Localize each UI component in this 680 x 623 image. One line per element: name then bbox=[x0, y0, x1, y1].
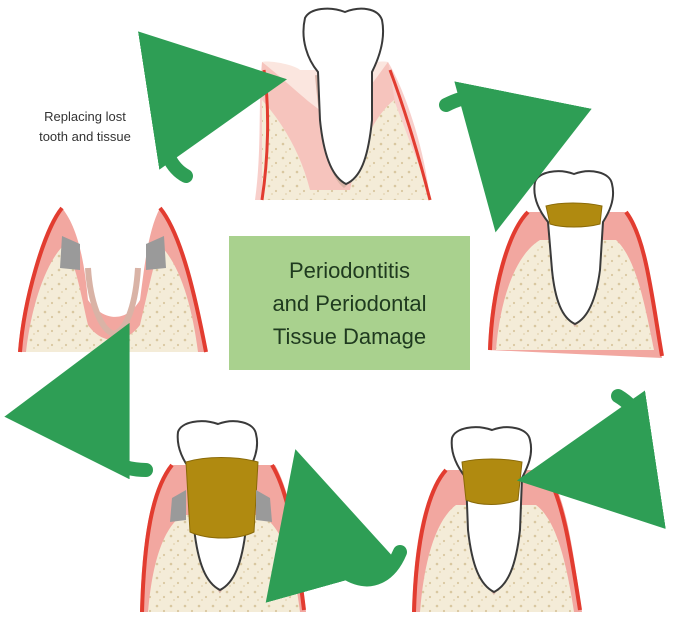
tooth-stage-tooth-loss bbox=[18, 206, 208, 353]
arrow-gingivitis-to-early bbox=[516, 389, 666, 529]
center-title-box: Periodontitis and Periodontal Tissue Dam… bbox=[229, 236, 470, 370]
center-title-line-2: and Periodontal bbox=[272, 290, 427, 316]
tooth-stage-gingivitis bbox=[488, 170, 664, 358]
arrow-early-to-advanced bbox=[265, 449, 407, 603]
replacing-lost-tooth-label: Replacing lost tooth and tissue bbox=[10, 107, 160, 147]
arrow-healthy-to-gingivitis bbox=[439, 81, 592, 233]
side-label-line-2: tooth and tissue bbox=[39, 129, 131, 144]
tooth-stage-advanced-periodontitis bbox=[140, 420, 306, 613]
arrow-loss-to-healthy bbox=[137, 31, 288, 183]
tooth-stage-early-periodontitis bbox=[412, 426, 582, 613]
tooth-stage-healthy bbox=[255, 7, 432, 201]
center-title-line-3: Tissue Damage bbox=[272, 323, 427, 349]
side-label-line-1: Replacing lost bbox=[44, 109, 126, 124]
cycle-arrows bbox=[4, 31, 666, 603]
center-title-line-1: Periodontitis bbox=[288, 257, 411, 283]
arrow-advanced-to-loss bbox=[4, 322, 153, 480]
